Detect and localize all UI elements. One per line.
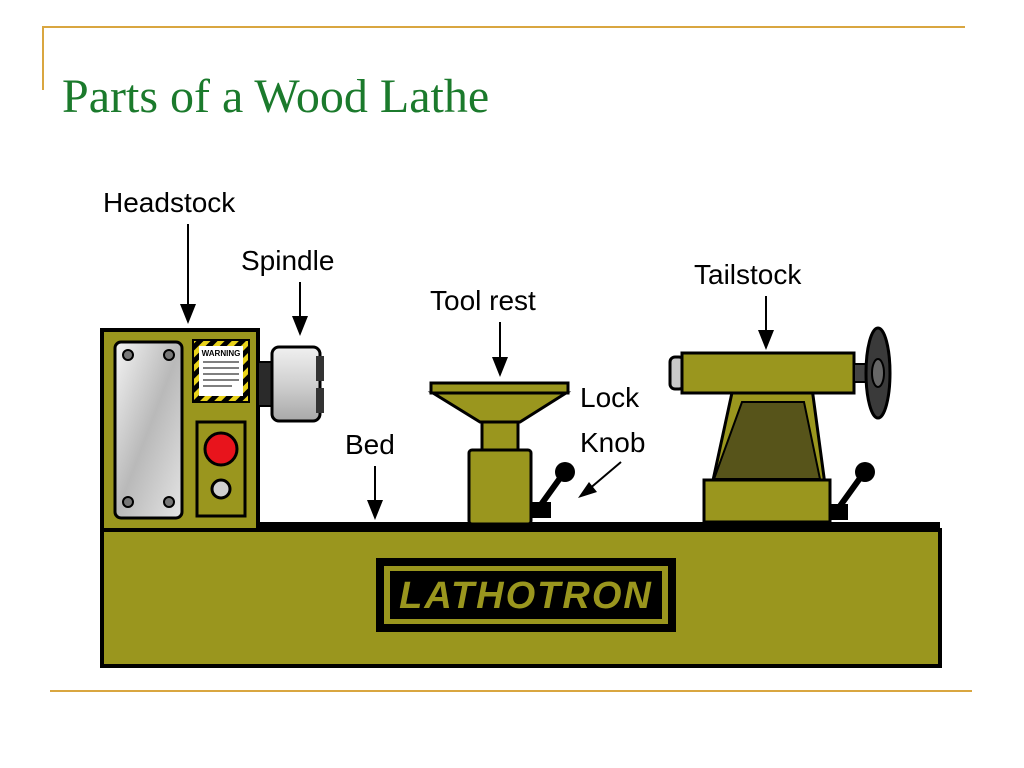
control-box xyxy=(195,420,247,518)
stop-button xyxy=(203,431,239,467)
tool-rest xyxy=(427,381,575,526)
callout-tool-rest: Tool rest xyxy=(430,285,536,377)
label-tool-rest: Tool rest xyxy=(430,285,536,316)
headstock-panel xyxy=(113,340,184,520)
label-lock-knob-line2: Knob xyxy=(580,427,645,458)
label-lock-knob-line1: Lock xyxy=(580,382,640,413)
slide-frame-top xyxy=(42,26,965,28)
callout-bed: Bed xyxy=(345,429,395,520)
callout-spindle: Spindle xyxy=(241,245,334,336)
warning-heading: WARNING xyxy=(202,349,241,358)
slide-frame-bottom xyxy=(50,690,972,692)
tailstock-lock-knob xyxy=(855,462,875,482)
slide-frame-left xyxy=(42,26,44,90)
label-bed: Bed xyxy=(345,429,395,460)
brand-name: LATHOTRON xyxy=(399,575,653,617)
brand-plate: LATHOTRON xyxy=(376,558,676,632)
callout-headstock: Headstock xyxy=(103,187,236,324)
panel-screw xyxy=(163,349,175,361)
headstock: WARNING xyxy=(100,328,260,532)
panel-screw xyxy=(122,496,134,508)
label-headstock: Headstock xyxy=(103,187,236,218)
tailstock xyxy=(668,326,892,524)
panel-screw xyxy=(163,496,175,508)
lock-knob xyxy=(555,462,575,482)
label-tailstock: Tailstock xyxy=(694,259,802,290)
spindle xyxy=(257,345,324,423)
callout-tailstock: Tailstock xyxy=(694,259,802,350)
warning-sticker: WARNING xyxy=(192,339,250,403)
panel-screw xyxy=(122,349,134,361)
slide-title: Parts of a Wood Lathe xyxy=(62,70,490,123)
callout-lock-knob: Lock Knob xyxy=(578,382,645,498)
label-spindle: Spindle xyxy=(241,245,334,276)
start-button xyxy=(210,478,232,500)
